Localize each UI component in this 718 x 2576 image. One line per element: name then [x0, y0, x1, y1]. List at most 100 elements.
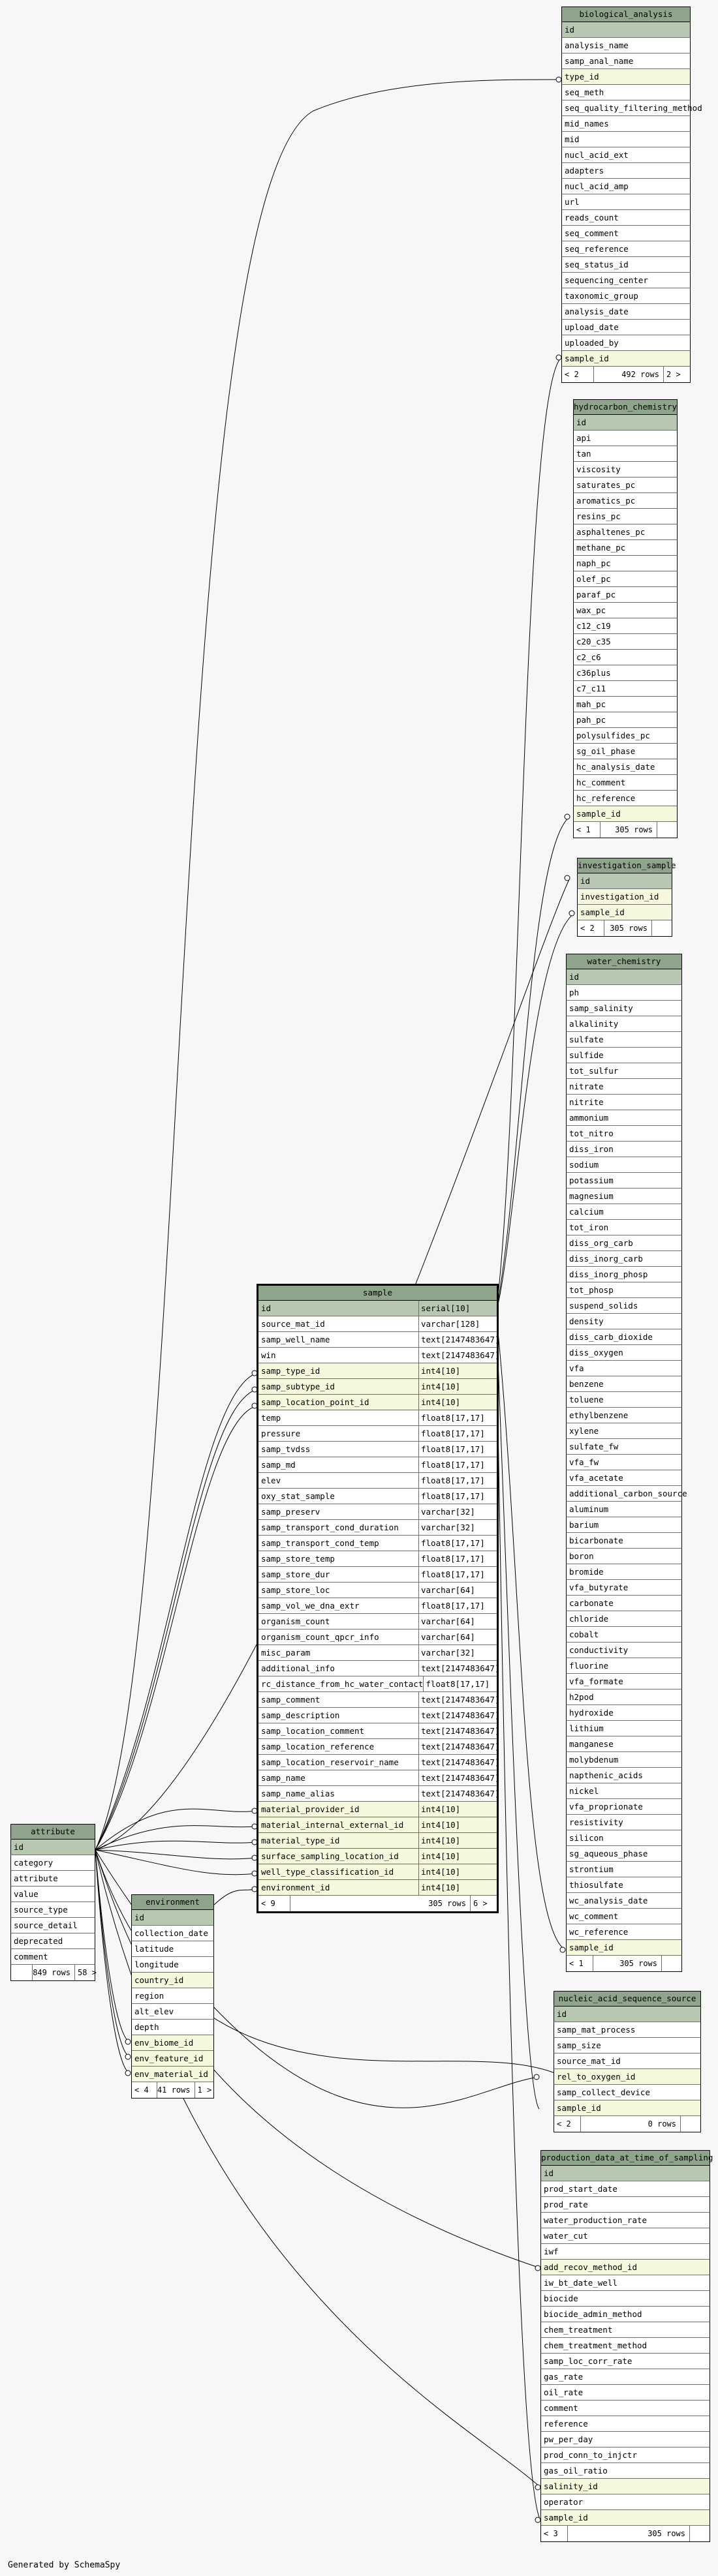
- column-row[interactable]: id: [541, 2166, 710, 2181]
- column-row[interactable]: seq_status_id: [562, 257, 690, 273]
- parents-count[interactable]: < 3: [541, 2526, 568, 2541]
- column-row[interactable]: c36plus: [574, 665, 677, 681]
- column-row[interactable]: tan: [574, 446, 677, 462]
- column-row[interactable]: asphaltenes_pc: [574, 524, 677, 540]
- column-row[interactable]: operator: [541, 2494, 710, 2510]
- column-row[interactable]: chem_treatment_method: [541, 2338, 710, 2354]
- column-row[interactable]: sg_aqueous_phase: [567, 1846, 681, 1862]
- column-row[interactable]: xylene: [567, 1423, 681, 1439]
- column-row[interactable]: id: [554, 2007, 700, 2022]
- row-count[interactable]: 305 rows: [593, 1956, 662, 1971]
- column-row[interactable]: chem_treatment: [541, 2322, 710, 2338]
- column-row[interactable]: diss_carb_dioxide: [567, 1329, 681, 1345]
- column-row[interactable]: tot_nitro: [567, 1126, 681, 1142]
- column-row[interactable]: sample_id: [574, 806, 677, 822]
- row-count[interactable]: 0 rows: [581, 2116, 681, 2132]
- column-row[interactable]: value: [11, 1887, 95, 1902]
- column-row[interactable]: manganese: [567, 1736, 681, 1752]
- column-row[interactable]: nitrite: [567, 1095, 681, 1110]
- column-row[interactable]: potassium: [567, 1173, 681, 1189]
- column-row[interactable]: sulfate: [567, 1032, 681, 1048]
- column-row[interactable]: env_material_id: [132, 2067, 213, 2082]
- column-row[interactable]: saturates_pc: [574, 477, 677, 493]
- table-title[interactable]: hydrocarbon_chemistry: [574, 400, 677, 415]
- table-title[interactable]: water_chemistry: [567, 954, 681, 969]
- children-count[interactable]: [690, 2526, 710, 2541]
- column-row[interactable]: tot_sulfur: [567, 1063, 681, 1079]
- column-row[interactable]: sodium: [567, 1157, 681, 1173]
- column-row[interactable]: bicarbonate: [567, 1533, 681, 1549]
- column-row[interactable]: viscosity: [574, 462, 677, 477]
- column-row[interactable]: mid: [562, 132, 690, 147]
- column-row[interactable]: c12_c19: [574, 618, 677, 634]
- column-row[interactable]: aluminum: [567, 1502, 681, 1517]
- column-row[interactable]: add_recov_method_id: [541, 2260, 710, 2275]
- parents-count[interactable]: < 2: [554, 2116, 581, 2132]
- column-row[interactable]: type_id: [562, 69, 690, 85]
- column-row[interactable]: barium: [567, 1517, 681, 1533]
- table-title[interactable]: biological_analysis: [562, 7, 690, 22]
- column-row[interactable]: chloride: [567, 1611, 681, 1627]
- column-row[interactable]: tot_iron: [567, 1220, 681, 1235]
- column-row[interactable]: alt_elev: [132, 2004, 213, 2020]
- column-row[interactable]: olef_pc: [574, 571, 677, 587]
- column-row[interactable]: polysulfides_pc: [574, 728, 677, 744]
- column-row[interactable]: boron: [567, 1549, 681, 1564]
- column-row[interactable]: vfa_fw: [567, 1455, 681, 1470]
- column-row[interactable]: id: [574, 415, 677, 431]
- table-title[interactable]: nucleic_acid_sequence_source: [554, 1992, 700, 2007]
- column-row[interactable]: nickel: [567, 1783, 681, 1799]
- column-row[interactable]: vfa_formate: [567, 1674, 681, 1690]
- row-count[interactable]: 305 rows: [290, 1896, 471, 1911]
- parents-count[interactable]: < 4: [132, 2082, 157, 2098]
- column-row[interactable]: samp_loc_corr_rate: [541, 2354, 710, 2369]
- column-row[interactable]: napthenic_acids: [567, 1768, 681, 1783]
- column-row[interactable]: sample_id: [562, 351, 690, 367]
- column-row[interactable]: latitude: [132, 1941, 213, 1957]
- column-row[interactable]: samp_collect_device: [554, 2085, 700, 2100]
- column-row[interactable]: toluene: [567, 1392, 681, 1408]
- row-count[interactable]: 305 rows: [601, 822, 657, 838]
- column-row[interactable]: reference: [541, 2416, 710, 2432]
- column-row[interactable]: samp_mat_process: [554, 2022, 700, 2038]
- column-row[interactable]: diss_inorg_phosp: [567, 1267, 681, 1282]
- column-row[interactable]: nucl_acid_ext: [562, 147, 690, 163]
- children-count[interactable]: [652, 920, 672, 936]
- column-row[interactable]: pw_per_day: [541, 2432, 710, 2447]
- table-title[interactable]: production_data_at_time_of_sampling: [541, 2151, 713, 2166]
- column-row[interactable]: seq_reference: [562, 241, 690, 257]
- column-row[interactable]: vfa_butyrate: [567, 1580, 681, 1596]
- column-row[interactable]: env_biome_id: [132, 2035, 213, 2051]
- column-row[interactable]: aromatics_pc: [574, 493, 677, 509]
- column-row[interactable]: additional_carbon_source: [567, 1486, 687, 1502]
- column-row[interactable]: api: [574, 431, 677, 446]
- column-row[interactable]: paraf_pc: [574, 587, 677, 603]
- column-row[interactable]: h2pod: [567, 1690, 681, 1705]
- column-row[interactable]: wc_analysis_date: [567, 1893, 681, 1909]
- column-row[interactable]: wax_pc: [574, 603, 677, 618]
- parents-count[interactable]: < 9: [258, 1896, 290, 1911]
- column-row[interactable]: tot_phosp: [567, 1282, 681, 1298]
- column-row[interactable]: seq_comment: [562, 226, 690, 241]
- parents-count[interactable]: < 2: [578, 920, 604, 936]
- column-row[interactable]: molybdenum: [567, 1752, 681, 1768]
- children-count[interactable]: 1 >: [197, 2085, 212, 2095]
- column-row[interactable]: taxonomic_group: [562, 288, 690, 304]
- column-row[interactable]: attribute: [11, 1871, 95, 1887]
